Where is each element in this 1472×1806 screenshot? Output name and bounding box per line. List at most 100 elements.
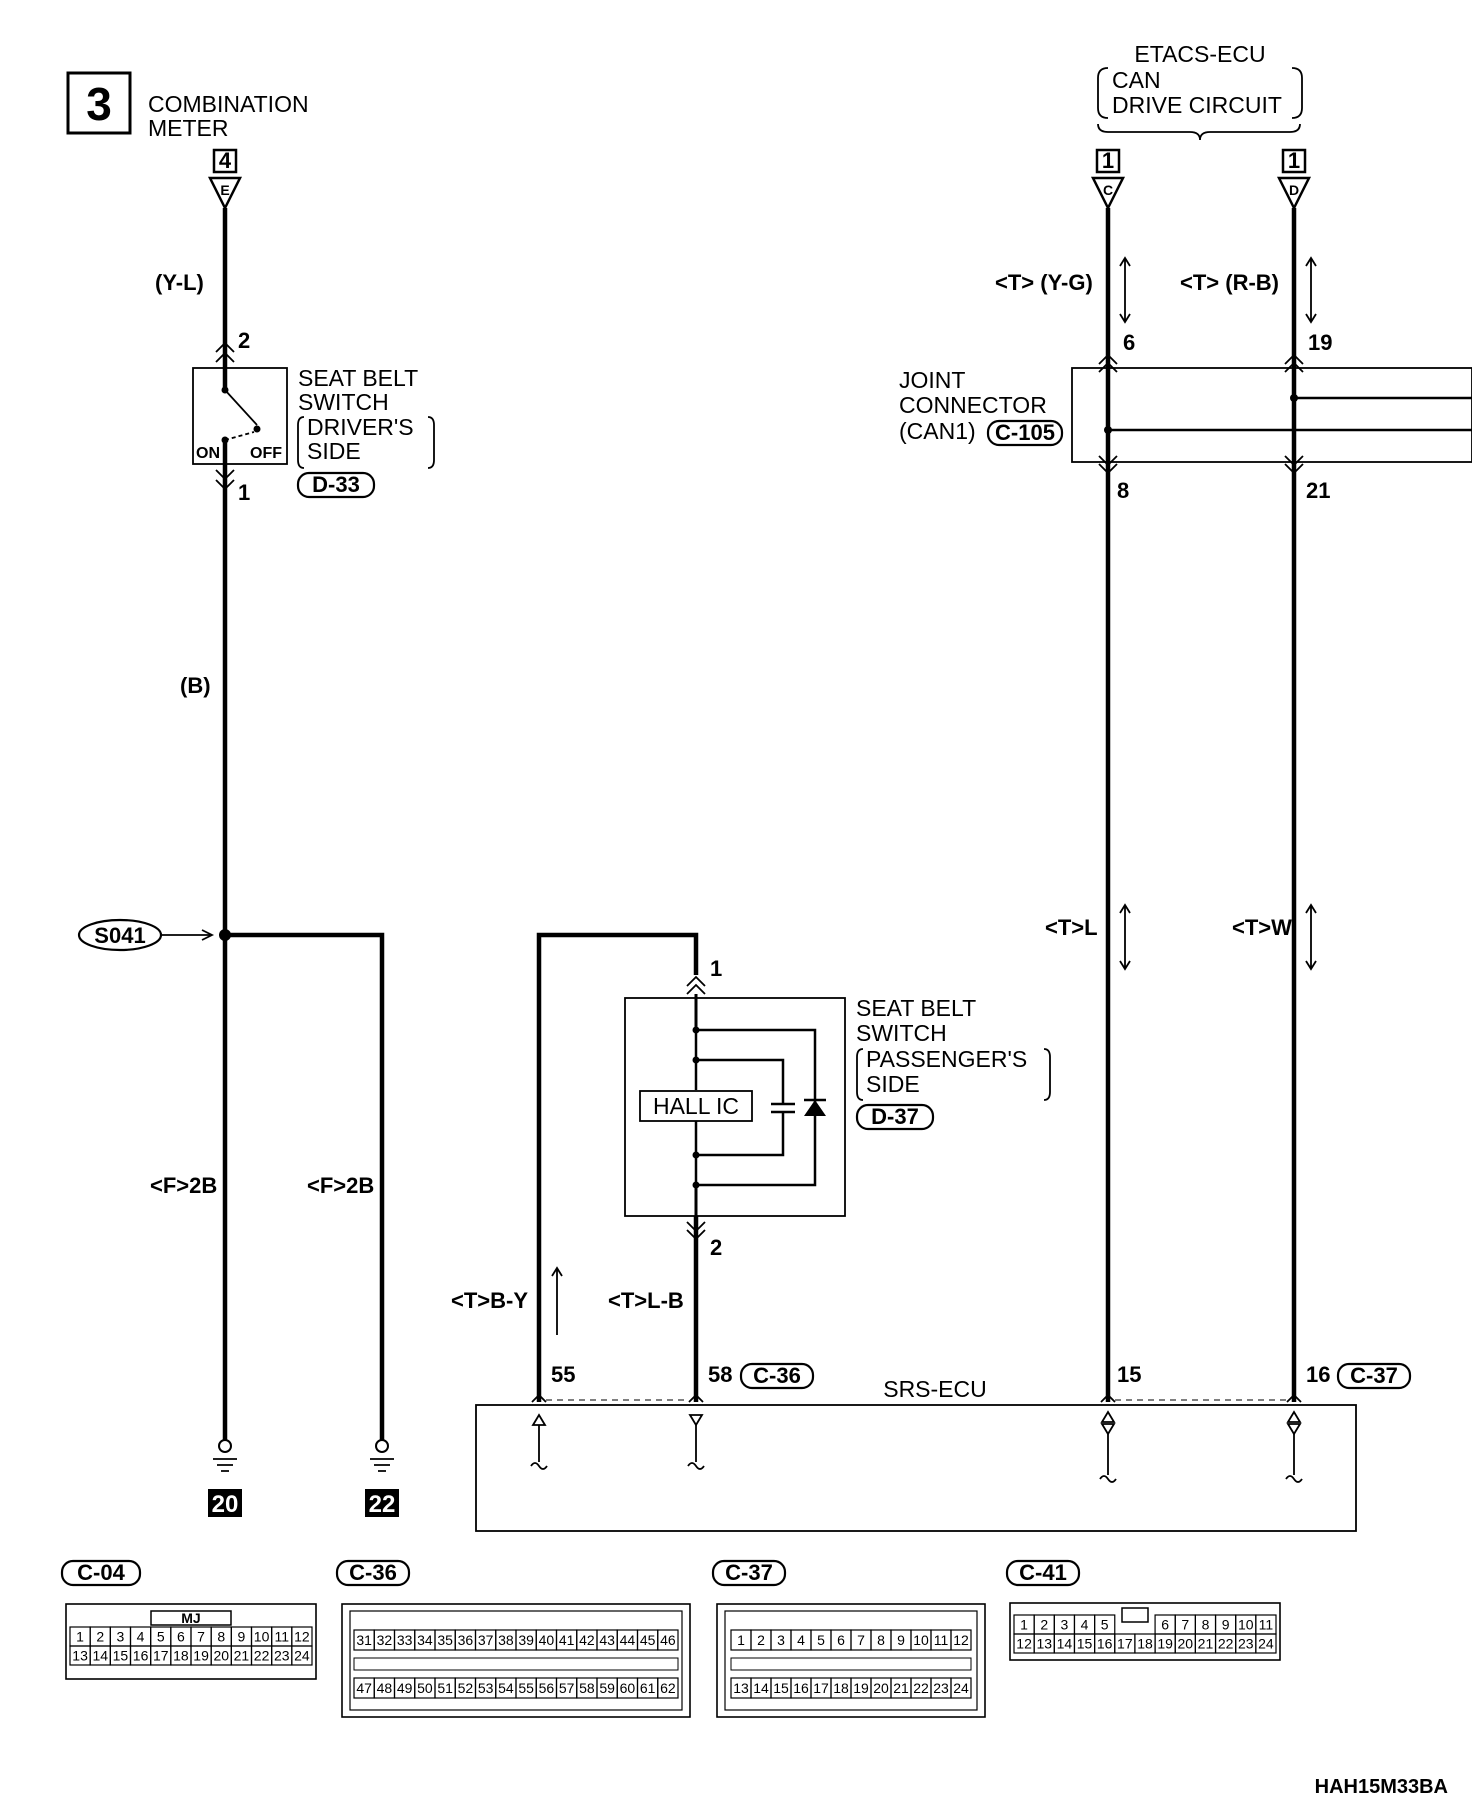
connector-pin-number: 10 bbox=[254, 1629, 270, 1645]
bidirectional-arrow bbox=[1119, 256, 1131, 324]
terminal-mark bbox=[688, 1393, 704, 1403]
passenger-switch-pin-2: 2 bbox=[710, 1235, 722, 1260]
connector-pin-number: 9 bbox=[1222, 1617, 1230, 1633]
connector-pin-cell bbox=[291, 1645, 313, 1666]
connector-badge-d33 bbox=[296, 471, 376, 499]
paren-right bbox=[427, 416, 435, 469]
connector-pin-number: 11 bbox=[274, 1629, 289, 1645]
etacs-ecu-label: ETACS-ECU bbox=[1134, 41, 1265, 67]
passenger-seat-belt-switch bbox=[624, 997, 846, 1217]
connector-view-label: C-04 bbox=[77, 1560, 125, 1585]
driver-switch-label-4: SIDE bbox=[307, 438, 361, 464]
connector-view-inner bbox=[724, 1610, 978, 1711]
connector-pin-number: 13 bbox=[1036, 1636, 1052, 1652]
wire-f2b-branch bbox=[225, 932, 385, 1440]
joint-pin-21: 21 bbox=[1306, 478, 1330, 503]
connector-pin-number: 7 bbox=[857, 1632, 865, 1648]
connector-pin-number: 41 bbox=[559, 1632, 575, 1648]
connector-pin-number: 6 bbox=[177, 1629, 185, 1645]
driver-seat-belt-switch bbox=[192, 367, 288, 465]
splice-code: S041 bbox=[94, 923, 145, 948]
connector-pin-number: 38 bbox=[498, 1632, 514, 1648]
connector-pin-number: 51 bbox=[437, 1680, 453, 1696]
connector-pin-number: 2 bbox=[757, 1632, 765, 1648]
connector-pin-number: 42 bbox=[579, 1632, 595, 1648]
connector-pin-number: 58 bbox=[579, 1680, 595, 1696]
connector-pin-cell bbox=[657, 1677, 679, 1699]
etacs-paren-right bbox=[1291, 67, 1303, 119]
connector-pin-number: 37 bbox=[478, 1632, 494, 1648]
connector-pin-number: 34 bbox=[417, 1632, 433, 1648]
connector-pin-number: 14 bbox=[753, 1680, 769, 1696]
connector-pin-number: 15 bbox=[773, 1680, 789, 1696]
connector-pin-number: 12 bbox=[953, 1632, 969, 1648]
connector-chevron-up bbox=[215, 341, 235, 363]
connector-pin-number: 24 bbox=[1258, 1636, 1274, 1652]
wire-label-f2b-1: <F>2B bbox=[150, 1173, 217, 1198]
connector-pin-number: 20 bbox=[873, 1680, 889, 1696]
connector-pin-number: 6 bbox=[837, 1632, 845, 1648]
connector-pin-number: 7 bbox=[1181, 1617, 1189, 1633]
connector-pin-number: 22 bbox=[1218, 1636, 1234, 1652]
srs-pin-16: 16 bbox=[1306, 1362, 1330, 1387]
connector-code-d37: D-37 bbox=[871, 1104, 919, 1129]
connector-pin-number: 53 bbox=[478, 1680, 494, 1696]
passenger-switch-label-4: SIDE bbox=[866, 1071, 920, 1097]
connector-pin-number: 1 bbox=[737, 1632, 745, 1648]
connector-pin-number: 20 bbox=[213, 1648, 229, 1664]
connector-pin-number: 31 bbox=[356, 1632, 372, 1648]
connector-view-body bbox=[716, 1603, 986, 1718]
connector-pin-number: 23 bbox=[933, 1680, 949, 1696]
terminal-lead bbox=[1285, 1434, 1303, 1483]
connector-pin-number: 18 bbox=[1137, 1636, 1153, 1652]
connector-pin-number: 24 bbox=[953, 1680, 969, 1696]
wire-label-t-l: <T>L bbox=[1045, 915, 1098, 940]
joint-connector-label-3: (CAN1) bbox=[899, 418, 976, 444]
connector-pin-number: 48 bbox=[377, 1680, 393, 1696]
connector-pin-number: 43 bbox=[599, 1632, 615, 1648]
connector-pin-number: 62 bbox=[660, 1680, 676, 1696]
connector-pin-number: 15 bbox=[113, 1648, 129, 1664]
connector-view-body bbox=[1009, 1602, 1281, 1661]
connector-pin-number: 4 bbox=[797, 1632, 805, 1648]
joint-dot bbox=[1104, 426, 1112, 434]
connector-code-d33: D-33 bbox=[312, 472, 360, 497]
signal-direction-arrow bbox=[551, 1266, 563, 1335]
connector-pin-number: 14 bbox=[1057, 1636, 1073, 1652]
terminal-mark bbox=[1286, 1393, 1302, 1403]
passenger-switch-label-1: SEAT BELT bbox=[856, 995, 976, 1021]
wire-label-y-l: (Y-L) bbox=[155, 270, 204, 295]
connector-pin-number: 18 bbox=[173, 1648, 189, 1664]
page-number-box bbox=[66, 71, 132, 135]
switch-blade bbox=[224, 389, 258, 426]
etacs-terminal-d-symbol bbox=[1276, 176, 1312, 211]
connector-pin-number: 19 bbox=[1157, 1636, 1173, 1652]
connector-pin-number: 19 bbox=[853, 1680, 869, 1696]
switch-dashed-link bbox=[224, 431, 255, 441]
connector-pin-number: 17 bbox=[1117, 1636, 1133, 1652]
connector-pin-number: 40 bbox=[539, 1632, 555, 1648]
connector-pin-number: 50 bbox=[417, 1680, 433, 1696]
connector-pin-number: 4 bbox=[1081, 1617, 1089, 1633]
connector-pin-number: 15 bbox=[1077, 1636, 1093, 1652]
connector-view-badge bbox=[60, 1559, 142, 1587]
passenger-switch-label-3: PASSENGER'S bbox=[866, 1046, 1027, 1072]
passenger-switch-label-2: SWITCH bbox=[856, 1020, 947, 1046]
connector-view-badge bbox=[335, 1559, 411, 1587]
etacs-pin-c-box bbox=[1095, 148, 1121, 174]
connector-pin-number: 54 bbox=[498, 1680, 514, 1696]
connector-pin-number: 60 bbox=[620, 1680, 636, 1696]
connector-code-c37: C-37 bbox=[1350, 1363, 1398, 1388]
terminal-bidirectional bbox=[1286, 1410, 1302, 1436]
etacs-pin-d-box bbox=[1281, 148, 1307, 174]
driver-switch-pin-2: 2 bbox=[238, 328, 250, 353]
connector-pin-number: 49 bbox=[397, 1680, 413, 1696]
page-number: 3 bbox=[86, 78, 112, 130]
connector-pin-number: 13 bbox=[72, 1648, 88, 1664]
connector-pin-number: 44 bbox=[620, 1632, 636, 1648]
connector-pin-number: 11 bbox=[1259, 1617, 1274, 1633]
driver-switch-label-3: DRIVER'S bbox=[307, 414, 414, 440]
driver-switch-label-2: SWITCH bbox=[298, 389, 389, 415]
